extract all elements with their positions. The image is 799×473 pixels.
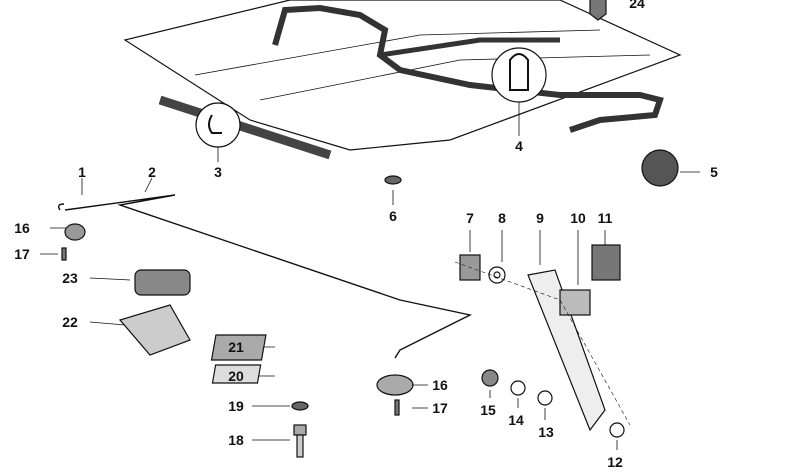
callout-24: 24 <box>629 0 645 11</box>
hood-seal <box>272 4 664 133</box>
callout-11: 11 <box>597 210 613 226</box>
callout-8: 8 <box>498 210 506 226</box>
callout-12: 12 <box>607 454 623 470</box>
hood-rod <box>64 194 473 359</box>
callout-17-right: 17 <box>432 400 448 416</box>
seal-strip-3 <box>158 95 332 160</box>
callout-2: 2 <box>148 164 156 180</box>
callout-18: 18 <box>228 432 244 448</box>
callout-22: 22 <box>62 314 78 330</box>
callout-14: 14 <box>508 412 524 428</box>
callout-10: 10 <box>570 210 586 226</box>
callout-16-right: 16 <box>432 377 448 393</box>
callout-19: 19 <box>228 398 244 414</box>
callout-5: 5 <box>710 164 718 180</box>
callout-23: 23 <box>62 270 78 286</box>
callout-21: 21 <box>228 339 244 355</box>
callout-15: 15 <box>480 402 496 418</box>
callout-16: 16 <box>14 220 30 236</box>
callout-6: 6 <box>389 208 397 224</box>
callout-13: 13 <box>538 424 554 440</box>
hood-stay <box>527 269 606 432</box>
callout-4: 4 <box>515 138 523 154</box>
callout-1: 1 <box>78 164 86 180</box>
callout-7: 7 <box>466 210 474 226</box>
callout-20: 20 <box>228 368 244 384</box>
callout-9: 9 <box>536 210 544 226</box>
callout-3: 3 <box>214 164 222 180</box>
callout-17: 17 <box>14 246 30 262</box>
rubber-buffer <box>641 149 679 187</box>
